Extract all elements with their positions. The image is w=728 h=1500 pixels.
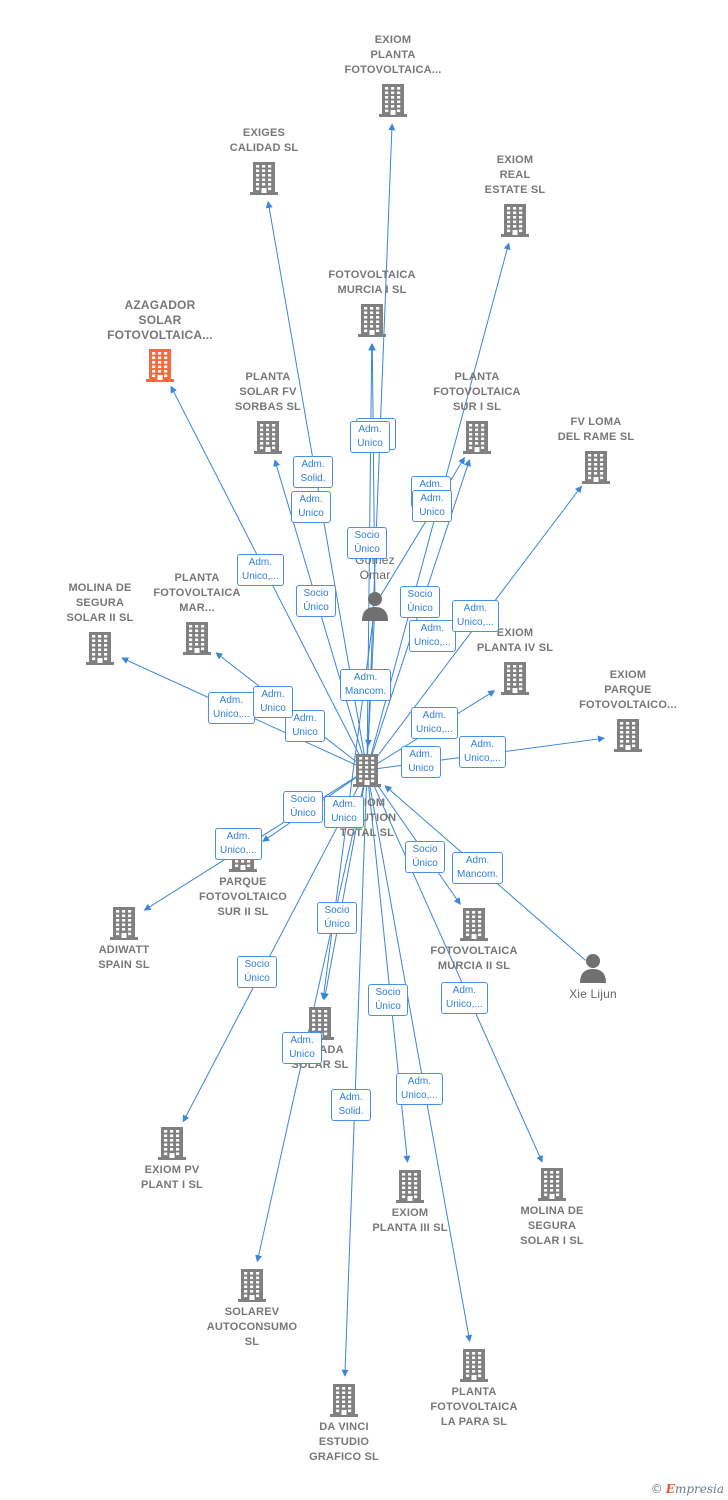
edge-center-lapara: [368, 779, 473, 1343]
edge-role-label[interactable]: Adm. Unico,...: [396, 1073, 443, 1105]
building-icon[interactable]: [501, 203, 529, 237]
edge-role-label[interactable]: Adm. Unico: [412, 490, 452, 522]
node-label-parque_fv[interactable]: EXIOM PARQUE FOTOVOLTAICO...: [579, 669, 677, 711]
node-label-davinci[interactable]: DA VINCI ESTUDIO GRAFICO SL: [309, 1421, 379, 1463]
building-icon[interactable]: [353, 753, 381, 787]
node-label-pv_plant1[interactable]: EXIOM PV PLANT I SL: [141, 1164, 203, 1191]
edge-center-davinci: [341, 779, 368, 1377]
node-label-fv_murcia1[interactable]: FOTOVOLTAICA MURCIA I SL: [328, 269, 416, 296]
edge-role-label[interactable]: Adm. Unico,...: [237, 554, 284, 586]
person-icon[interactable]: [579, 953, 607, 983]
edge-role-label[interactable]: Adm. Unico: [291, 491, 331, 523]
building-icon[interactable]: [238, 1268, 266, 1302]
edge-role-label[interactable]: Adm. Unico: [253, 686, 293, 718]
edge-role-label[interactable]: Adm. Unico,...: [411, 707, 458, 739]
edge-role-label[interactable]: Socio Único: [368, 984, 408, 1016]
edge-role-label[interactable]: Adm. Unico: [324, 796, 364, 828]
building-icon[interactable]: [86, 631, 114, 665]
building-icon[interactable]: [460, 1348, 488, 1382]
node-label-solarev[interactable]: SOLAREV AUTOCONSUMO SL: [206, 1306, 298, 1348]
building-icon[interactable]: [250, 161, 278, 195]
node-label-azagador[interactable]: AZAGADOR SOLAR FOTOVOLTAICA...: [107, 298, 213, 342]
edge-center-pv_plant1: [182, 778, 363, 1123]
node-label-sur1[interactable]: PLANTA FOTOVOLTAICA SUR I SL: [433, 371, 521, 413]
building-icon[interactable]: [614, 718, 642, 752]
edge-role-label[interactable]: Socio Único: [317, 902, 357, 934]
building-icon[interactable]: [110, 906, 138, 940]
edge-center-molina1: [370, 778, 543, 1163]
edge-role-label[interactable]: Adm. Unico: [282, 1032, 322, 1064]
edge-role-label[interactable]: Adm. Unico: [401, 746, 441, 778]
edge-role-label[interactable]: Socio Único: [405, 841, 445, 873]
edge-role-label[interactable]: Adm. Unico,...: [409, 620, 456, 652]
building-icon[interactable]: [254, 420, 282, 454]
empresia-logo[interactable]: ©Empresia: [650, 1482, 724, 1496]
edge-role-label[interactable]: Adm. Unico,...: [452, 600, 499, 632]
node-label-loma[interactable]: FV LOMA DEL RAME SL: [557, 416, 635, 443]
node-label-sorbas[interactable]: PLANTA SOLAR FV SORBAS SL: [235, 371, 301, 413]
building-icon[interactable]: [582, 450, 610, 484]
building-icon[interactable]: [146, 348, 174, 382]
edge-role-label[interactable]: Adm. Unico: [350, 421, 390, 453]
node-label-exiges[interactable]: EXIGES CALIDAD SL: [229, 127, 299, 154]
building-icon[interactable]: [538, 1167, 566, 1201]
building-icon[interactable]: [358, 303, 386, 337]
edge-role-label[interactable]: Adm. Unico,...: [208, 692, 255, 724]
node-label-molina1[interactable]: MOLINA DE SEGURA SOLAR I SL: [520, 1205, 584, 1247]
building-icon[interactable]: [158, 1126, 186, 1160]
node-label-planta3[interactable]: EXIOM PLANTA III SL: [372, 1207, 448, 1234]
node-label-planta4[interactable]: EXIOM PLANTA IV SL: [476, 627, 554, 654]
node-label-molina2[interactable]: MOLINA DE SEGURA SOLAR II SL: [66, 582, 134, 624]
edge-role-label[interactable]: Adm. Unico,...: [459, 736, 506, 768]
node-label-adiwatt[interactable]: ADIWATT SPAIN SL: [98, 944, 150, 971]
building-icon[interactable]: [396, 1169, 424, 1203]
edge-role-label[interactable]: Socio Único: [283, 791, 323, 823]
edge-role-label[interactable]: Adm. Solid.: [293, 456, 333, 488]
edge-role-label[interactable]: Socio Único: [400, 586, 440, 618]
edge-role-label[interactable]: Adm. Unico,...: [215, 828, 262, 860]
edge-role-label[interactable]: Socio Único: [296, 585, 336, 617]
node-label-murcia2[interactable]: FOTOVOLTAICA MURCIA II SL: [430, 945, 518, 972]
node-label-exiom_planta_fv[interactable]: EXIOM PLANTA FOTOVOLTAICA...: [344, 34, 442, 76]
edge-role-label[interactable]: Socio Único: [347, 527, 387, 559]
edge-role-label[interactable]: Adm. Mancom.: [452, 852, 504, 884]
edge-role-label[interactable]: Adm. Solid.: [331, 1089, 371, 1121]
edge-role-label[interactable]: Socio Único: [237, 956, 277, 988]
edge-role-label[interactable]: Adm. Unico,...: [441, 982, 488, 1014]
building-icon[interactable]: [501, 661, 529, 695]
building-icon[interactable]: [330, 1383, 358, 1417]
building-icon[interactable]: [379, 83, 407, 117]
node-label-lapara[interactable]: PLANTA FOTOVOLTAICA LA PARA SL: [430, 1386, 518, 1428]
node-label-sur2[interactable]: PARQUE FOTOVOLTAICO SUR II SL: [199, 876, 287, 918]
person-icon[interactable]: [361, 591, 389, 621]
building-icon[interactable]: [460, 907, 488, 941]
building-icon[interactable]: [306, 1006, 334, 1040]
edge-role-label[interactable]: Adm. Mancom.: [340, 669, 392, 701]
building-icon[interactable]: [463, 420, 491, 454]
node-label-planta_mar[interactable]: PLANTA FOTOVOLTAICA MAR...: [153, 572, 241, 614]
node-label-exiom_real[interactable]: EXIOM REAL ESTATE SL: [484, 154, 546, 196]
building-icon[interactable]: [183, 621, 211, 655]
node-label-xie[interactable]: Xie Lijun: [569, 987, 617, 1001]
